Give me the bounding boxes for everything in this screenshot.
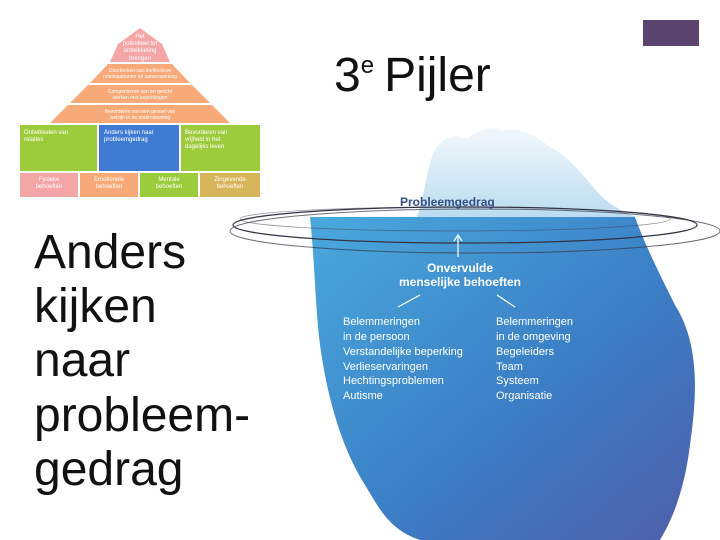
arrow-right-line bbox=[496, 294, 516, 308]
pyramid-base-2-block bbox=[80, 173, 138, 197]
slide-title: 3e Pijler bbox=[334, 52, 491, 100]
arrow-up-head bbox=[453, 233, 463, 242]
left-heading: Anders kijken naar probleem- gedrag bbox=[34, 226, 251, 497]
right-item-1: Begeleiders bbox=[496, 345, 555, 358]
iceberg-underwater-body bbox=[310, 217, 695, 540]
right-item-4: Organisatie bbox=[496, 390, 553, 403]
title-number: 3 bbox=[334, 49, 361, 102]
pyramid-base-4-block bbox=[200, 173, 260, 197]
arrow-left-line bbox=[397, 294, 421, 308]
left-item-3: Hechtingsproblemen bbox=[343, 375, 444, 388]
left-header-line-2: in de persoon bbox=[343, 330, 410, 343]
pyramid-level-4-block bbox=[50, 105, 230, 123]
pyramid-level-4-label: Bevorderen van een gevoel van welzijn in… bbox=[104, 109, 176, 121]
left-item-1: Verstandelijke beperking bbox=[343, 345, 463, 358]
iceberg-top-label: Probleemgedrag bbox=[400, 195, 495, 209]
water-ring-2 bbox=[229, 208, 720, 254]
left-heading-line-3: naar bbox=[34, 334, 131, 388]
pyramid-row-left-block bbox=[20, 125, 97, 171]
pyramid-apex-label: Het potentieel tot ontwikkeling brengen bbox=[122, 34, 158, 62]
pyramid-row-left-label: Ontwikkelen van relaties bbox=[24, 130, 69, 144]
iceberg-right-column: Belemmeringen in de omgeving Begeleiders… bbox=[496, 315, 573, 404]
pyramid-apex-block bbox=[110, 28, 170, 62]
pyramid-level-2-label: Doorbreken van ineffectieve relatiepatro… bbox=[103, 68, 177, 80]
pyramid-base-1-block bbox=[20, 173, 78, 197]
corner-accent-block bbox=[643, 20, 699, 46]
pyramid-base-4-label: Zingevende behoeften bbox=[214, 177, 246, 191]
pyramid-row-right-block bbox=[181, 125, 260, 171]
pyramid-base-3-block bbox=[140, 173, 198, 197]
left-item-4: Autisme bbox=[343, 390, 383, 403]
iceberg-tip bbox=[417, 128, 637, 217]
title-word: Pijler bbox=[384, 49, 491, 102]
iceberg-middle-label-line-2: menselijke behoeften bbox=[398, 275, 522, 290]
pyramid-base-2-label: Emotionele behoeften bbox=[93, 177, 125, 191]
left-heading-line-4: probleem- bbox=[34, 388, 251, 442]
water-ring-3 bbox=[239, 206, 671, 232]
right-header-line-1: Belemmeringen bbox=[496, 316, 574, 328]
iceberg-diagram: Onvervulde menselijke behoeften Belemmer… bbox=[205, 125, 720, 540]
pyramid-level-2-block bbox=[90, 64, 190, 83]
pyramid-base-3-label: Mentale behoeften bbox=[155, 177, 183, 191]
pyramid-row-right-label: Bevorderen van vrijheid in het dagelijks… bbox=[185, 130, 228, 151]
iceberg-shapes bbox=[229, 128, 720, 540]
right-item-2: Team bbox=[496, 360, 523, 373]
iceberg-middle-label-line-1: Onvervulde bbox=[426, 261, 494, 275]
pyramid-level-3-label: Compenseren van en gericht werken met be… bbox=[107, 89, 173, 101]
left-heading-line-5: gedrag bbox=[34, 442, 184, 496]
title-superscript: e bbox=[360, 52, 375, 79]
left-header-line-1: Belemmeringen bbox=[343, 316, 421, 328]
iceberg-left-column: Belemmeringen in de persoon Verstandelij… bbox=[343, 315, 463, 404]
right-item-3: Systeem bbox=[496, 375, 539, 388]
pyramid-level-3-block bbox=[70, 85, 210, 103]
pyramid-row-middle-label: Anders kijken naar probleemgedrag bbox=[104, 130, 154, 144]
pyramid-row-middle-block bbox=[99, 125, 179, 171]
left-heading-line-1: Anders bbox=[34, 226, 187, 279]
right-header-line-2: in de omgeving bbox=[496, 330, 571, 343]
pyramid-base-1-label: Fysieke behoeften bbox=[35, 177, 63, 191]
pyramid-shapes bbox=[20, 28, 260, 197]
pyramid-diagram: Het potentieel tot ontwikkeling brengen … bbox=[20, 28, 260, 198]
left-item-2: Verlieservaringen bbox=[343, 360, 428, 373]
iceberg-middle-label: Onvervulde menselijke behoeften bbox=[390, 261, 530, 290]
left-heading-line-2: kijken bbox=[34, 280, 157, 334]
